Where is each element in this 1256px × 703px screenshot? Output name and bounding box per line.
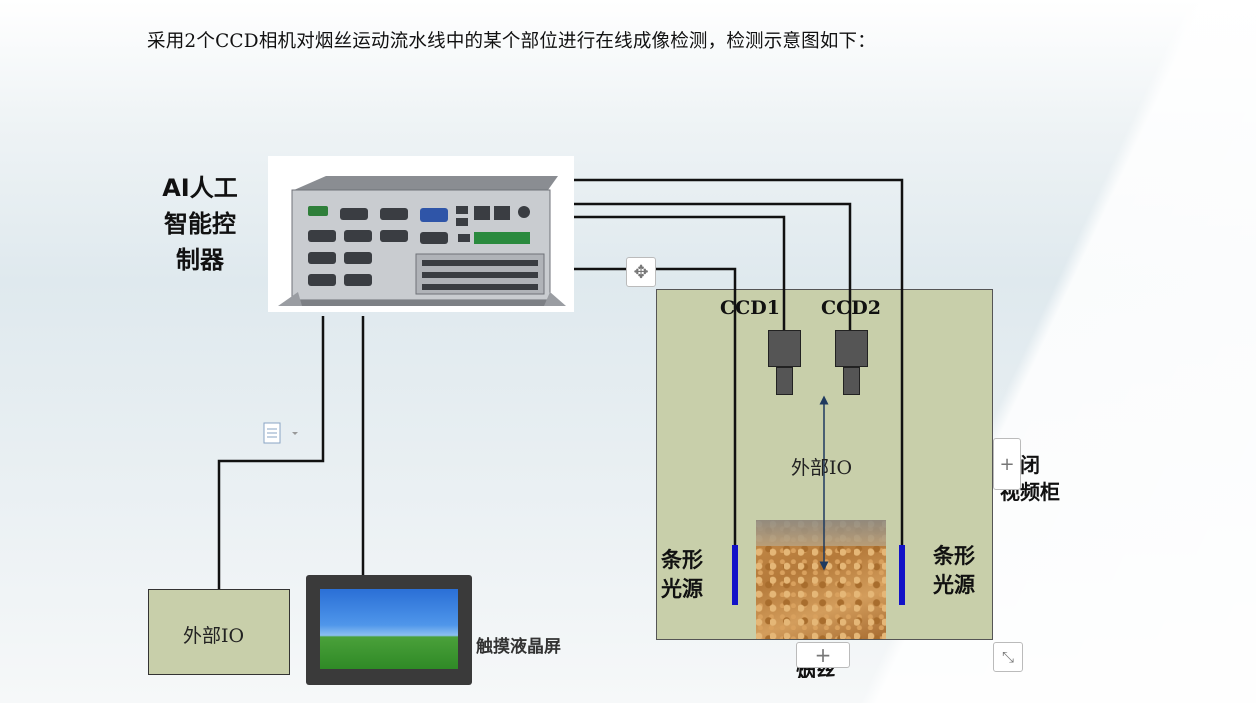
touch-screen-image bbox=[306, 575, 472, 685]
ccd2-label: CCD2 bbox=[821, 297, 881, 319]
wire-ccd2 bbox=[574, 202, 852, 330]
left-light-bar bbox=[732, 545, 738, 605]
left-light-label: 条形 光源 bbox=[661, 548, 703, 601]
external-io-label: 外部IO bbox=[183, 625, 245, 647]
document-paste-icon[interactable] bbox=[262, 421, 302, 447]
right-light-bar bbox=[899, 545, 905, 605]
plus-handle-icon[interactable]: + bbox=[993, 438, 1021, 490]
touch-screen-display bbox=[320, 589, 458, 669]
ccd2-camera-body bbox=[835, 330, 868, 367]
plus-handle-icon[interactable]: + bbox=[796, 642, 850, 668]
wire-right-light bbox=[574, 178, 904, 545]
move-handle-icon[interactable]: ✥ bbox=[626, 257, 656, 287]
right-light-label: 条形 光源 bbox=[933, 544, 975, 597]
ccd2-camera-lens bbox=[843, 367, 860, 395]
controller-image bbox=[268, 156, 574, 312]
industrial-pc-drawing bbox=[278, 176, 566, 306]
ccd1-camera-body bbox=[768, 330, 801, 367]
wire-ccd1 bbox=[574, 215, 786, 330]
controller-label: AI人工 智能控 制器 bbox=[162, 174, 238, 274]
ccd1-label: CCD1 bbox=[720, 297, 780, 319]
touch-screen-label: 触摸液晶屏 bbox=[476, 637, 561, 657]
wire-left-light bbox=[574, 267, 737, 545]
wire-external-io bbox=[217, 316, 325, 589]
cabinet-io-label: 外部IO bbox=[791, 457, 853, 479]
intro-text: 采用2个CCD相机对烟丝运动流水线中的某个部位进行在线成像检测，检测示意图如下： bbox=[147, 31, 876, 52]
ccd1-camera-lens bbox=[776, 367, 793, 395]
resize-handle-icon[interactable]: ⤡ bbox=[993, 642, 1023, 672]
external-io-box bbox=[148, 589, 290, 675]
